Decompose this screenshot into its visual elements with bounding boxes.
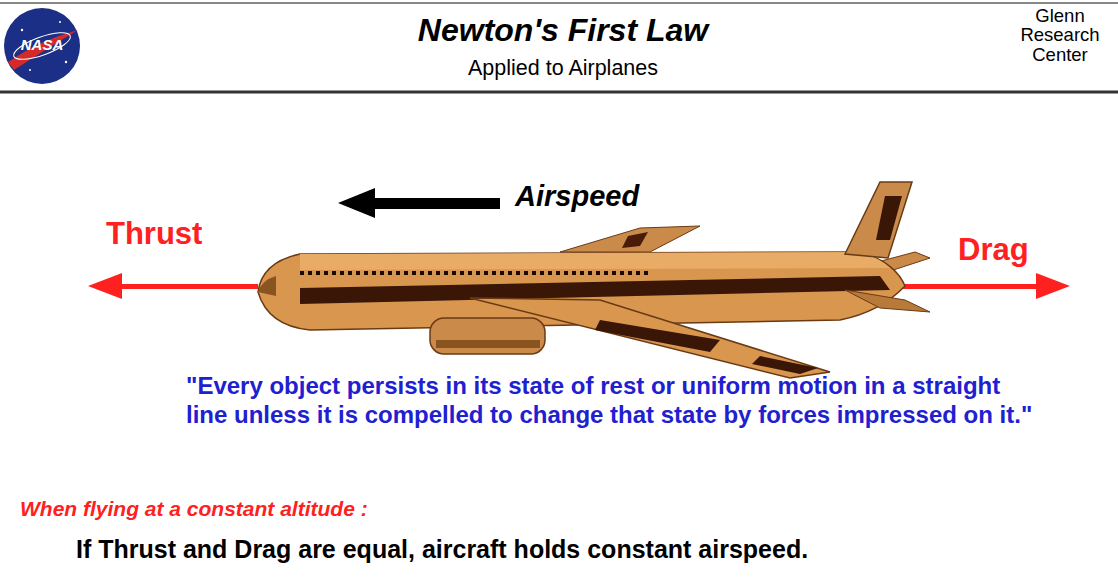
window: [364, 271, 368, 275]
nasa-logo: [4, 8, 80, 84]
window: [412, 271, 416, 275]
window: [324, 271, 328, 275]
window: [588, 271, 592, 275]
window: [476, 271, 480, 275]
drag-label: Drag: [958, 232, 1029, 268]
window: [348, 271, 352, 275]
window: [460, 271, 464, 275]
diagram-title: Newton's First Law: [4, 12, 1118, 49]
window: [612, 271, 616, 275]
window: [620, 271, 624, 275]
window: [636, 271, 640, 275]
window: [420, 271, 424, 275]
window: [500, 271, 504, 275]
airspeed-label: Airspeed: [515, 180, 639, 213]
window: [316, 271, 320, 275]
logo-text: NASA: [12, 36, 72, 53]
window: [644, 271, 648, 275]
window: [404, 271, 408, 275]
window: [332, 271, 336, 275]
window: [340, 271, 344, 275]
window: [548, 271, 552, 275]
airspeed-arrow: [338, 188, 500, 218]
window: [556, 271, 560, 275]
window: [572, 271, 576, 275]
conclusion-text: If Thrust and Drag are equal, aircraft h…: [76, 535, 808, 564]
thrust-arrow: [88, 273, 258, 299]
window: [380, 271, 384, 275]
window: [564, 271, 568, 275]
window: [628, 271, 632, 275]
window: [468, 271, 472, 275]
window: [444, 271, 448, 275]
window: [540, 271, 544, 275]
window: [492, 271, 496, 275]
window: [524, 271, 528, 275]
top-rule: [0, 2, 1118, 4]
window: [428, 271, 432, 275]
window: [356, 271, 360, 275]
window: [580, 271, 584, 275]
window: [300, 271, 304, 275]
header-rule: [0, 91, 1118, 94]
window: [372, 271, 376, 275]
window: [396, 271, 400, 275]
thrust-label: Thrust: [106, 216, 202, 252]
window-row: [300, 271, 648, 275]
law-quote: "Every object persists in its state of r…: [186, 372, 1046, 430]
window: [436, 271, 440, 275]
window: [484, 271, 488, 275]
window: [452, 271, 456, 275]
window: [596, 271, 600, 275]
window: [388, 271, 392, 275]
window: [308, 271, 312, 275]
drag-arrow: [900, 273, 1070, 299]
center-name: Glenn Research Center: [1008, 6, 1112, 64]
window: [516, 271, 520, 275]
window: [532, 271, 536, 275]
subtitle: Applied to Airplanes: [4, 56, 1118, 81]
window: [508, 271, 512, 275]
condition-heading: When flying at a constant altitude :: [20, 497, 368, 521]
window: [604, 271, 608, 275]
